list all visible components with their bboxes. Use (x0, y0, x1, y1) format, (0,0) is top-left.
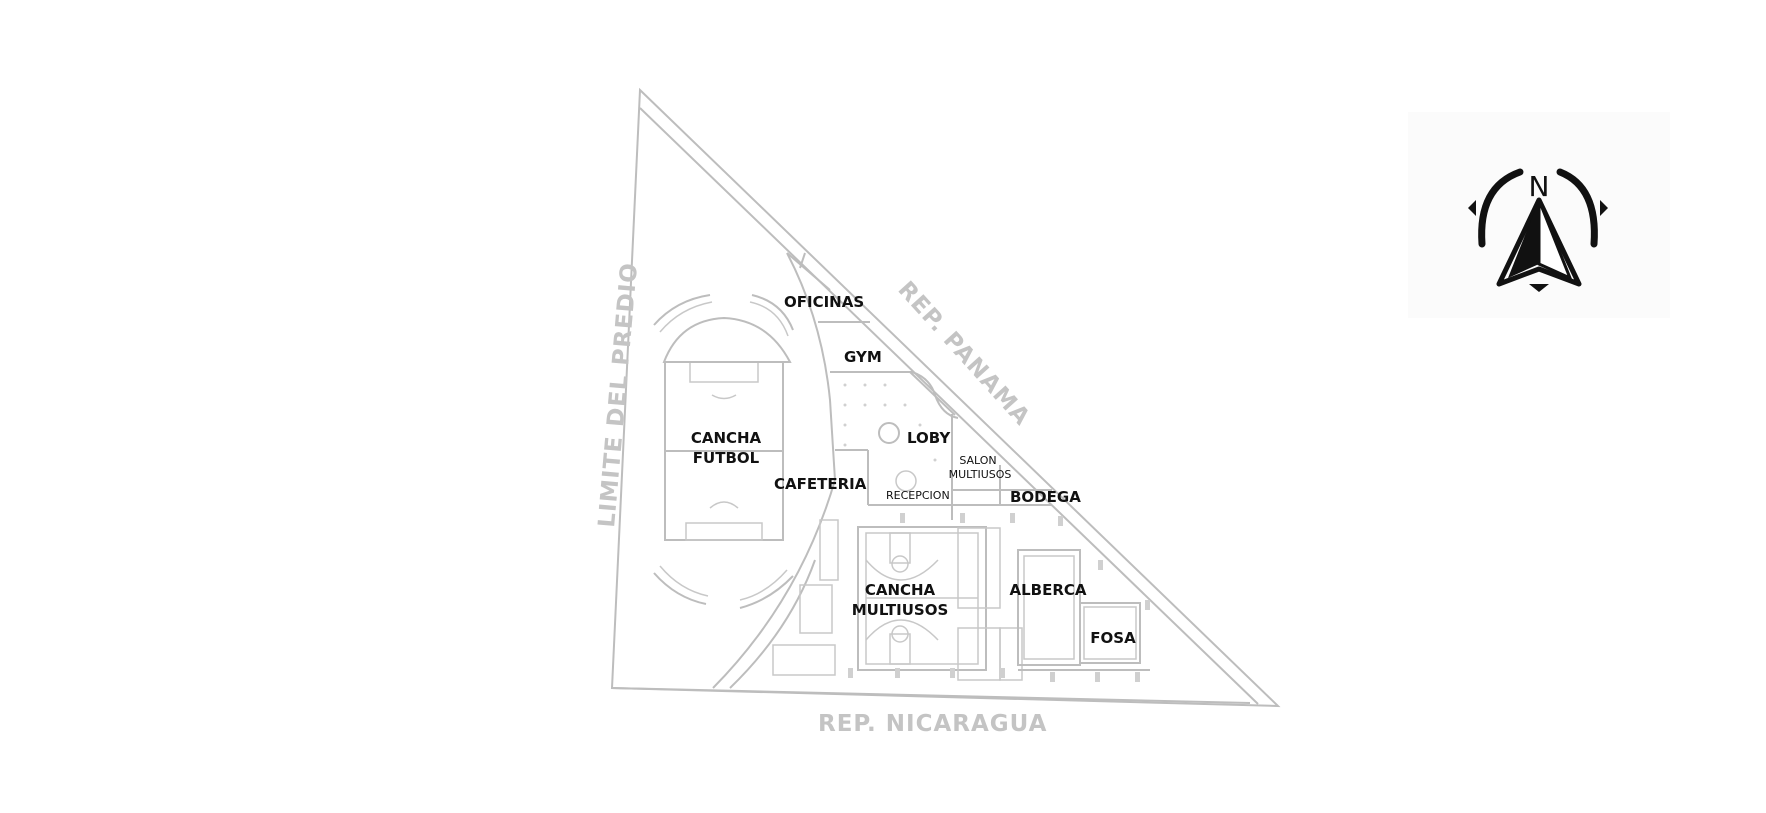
room-cancha-futbol-line1: CANCHA (691, 429, 762, 447)
street-limite-predio: LIMITE DEL PREDIO (594, 261, 643, 528)
north-arrow-compass-icon: N (1468, 168, 1608, 292)
lobby-fountain (878, 422, 900, 444)
room-bodega: BODEGA (1010, 488, 1081, 506)
building-curve-south (712, 479, 836, 689)
room-gym: GYM (844, 348, 882, 366)
compass-north-letter: N (1529, 170, 1550, 203)
room-recepcion: RECEPCION (886, 489, 950, 502)
bleachers (772, 519, 1023, 681)
room-fosa: FOSA (1090, 629, 1136, 647)
north-wing-walls (786, 252, 1052, 520)
room-oficinas: OFICINAS (784, 293, 864, 311)
room-alberca: ALBERCA (1009, 581, 1086, 599)
compass-panel: N (1408, 112, 1670, 318)
building-curve-north (786, 252, 836, 481)
room-salon-line1: SALON (959, 454, 996, 467)
pool (1017, 549, 1150, 671)
room-salon-line2: MULTIUSOS (949, 468, 1012, 481)
site-boundary (610, 87, 1281, 708)
reception-desk (895, 470, 917, 492)
multipurpose-court (857, 526, 987, 671)
columns (848, 513, 1150, 682)
building-curve-inner (729, 559, 816, 689)
room-cancha-multi-line1: CANCHA (865, 581, 936, 599)
room-cafeteria: CAFETERIA (774, 475, 867, 493)
soccer-field (653, 294, 794, 609)
street-rep-nicaragua: REP. NICARAGUA (818, 711, 1047, 737)
room-cancha-futbol-line2: FUTBOL (693, 449, 760, 467)
lobby-floor-pattern (843, 383, 937, 462)
room-cancha-multi-line2: MULTIUSOS (852, 601, 949, 619)
room-loby: LOBY (907, 429, 951, 447)
